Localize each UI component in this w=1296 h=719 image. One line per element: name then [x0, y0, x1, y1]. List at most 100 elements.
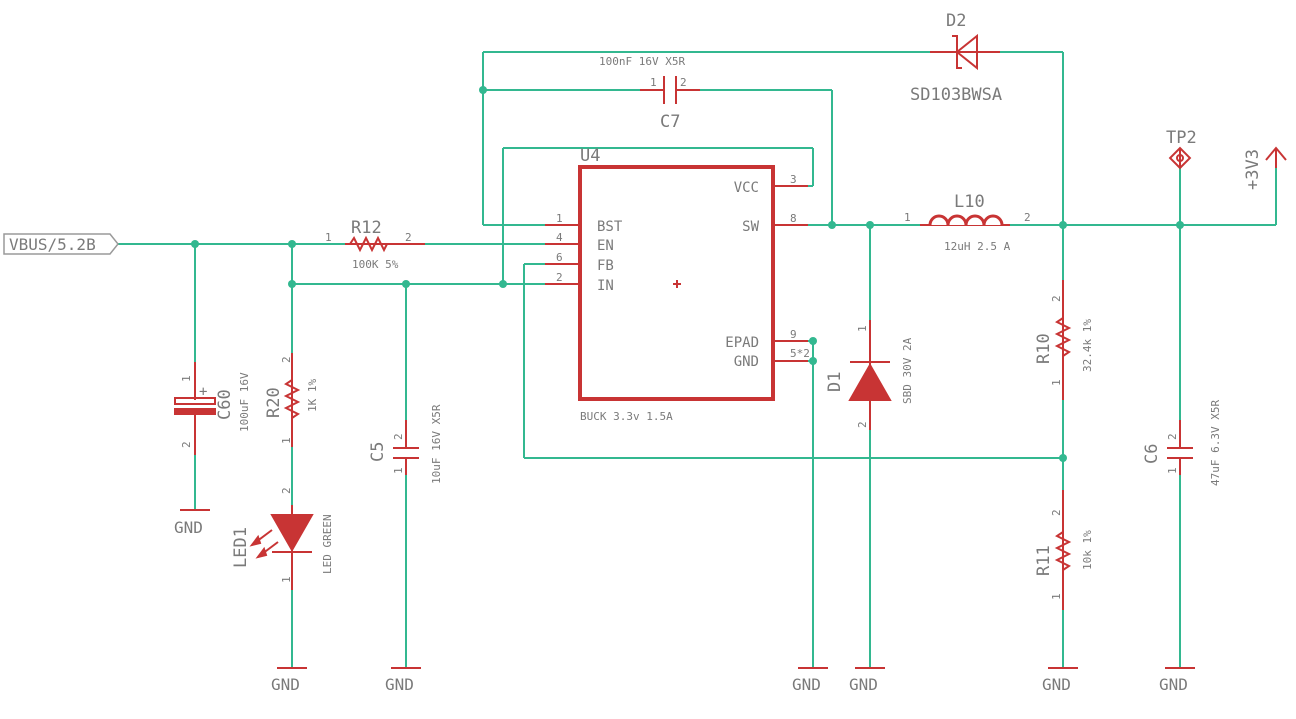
pin-num-bst: 1: [556, 212, 563, 225]
c60-electrolytic-capacitor: + C60 100uF 16V 1 2: [174, 362, 251, 455]
v3v3-power-flag: +3V3: [1243, 146, 1287, 190]
r12-pin1: 1: [325, 231, 332, 244]
r12-value: 100K 5%: [352, 258, 399, 271]
c5-value: 10uF 16V X5R: [430, 404, 443, 484]
gnd-c6: GND: [1159, 667, 1195, 694]
d1-pin1: 1: [856, 325, 869, 332]
v3v3-label: +3V3: [1243, 149, 1263, 190]
pin-num-en: 4: [556, 231, 563, 244]
r11-pin2: 2: [1050, 509, 1063, 516]
r11-pin1: 1: [1050, 593, 1063, 600]
l10-inductor: L10 12uH 2.5 A 1 2: [904, 192, 1031, 253]
c6-capacitor: C6 47uF 6.3V X5R 2 1: [1142, 400, 1222, 486]
svg-text:GND: GND: [1159, 675, 1188, 694]
r20-resistor: R20 1K 1% 2 1: [264, 353, 319, 447]
r10-value: 32.4k 1%: [1081, 319, 1094, 372]
c7-capacitor: 100nF 16V X5R C7 1 2: [599, 55, 700, 132]
r20-pin2: 2: [280, 356, 293, 363]
c5-ref: C5: [368, 442, 388, 462]
pin-num-gnd: 5*2: [790, 347, 810, 360]
u4-buck-ic: U4 BST EN FB IN VCC SW EPAD GND 1 4 6 2 …: [545, 146, 810, 423]
u4-ref: U4: [580, 146, 600, 166]
c6-ref: C6: [1142, 444, 1162, 464]
led1-indicator: LED1 LED GREEN 2 1: [231, 487, 334, 590]
r20-ref: R20: [264, 387, 284, 418]
svg-text:GND: GND: [385, 675, 414, 694]
svg-text:GND: GND: [1042, 675, 1071, 694]
d1-value: SBD 30V 2A: [901, 337, 914, 404]
led1-ref: LED1: [231, 527, 251, 568]
r20-value: 1K 1%: [306, 379, 319, 412]
gnd-symbols: GND GND GND GND GND GND GND: [174, 509, 1195, 694]
led1-pin1: 1: [280, 576, 293, 583]
l10-value: 12uH 2.5 A: [944, 240, 1011, 253]
led1-pin2: 2: [280, 487, 293, 494]
r10-pin1: 1: [1050, 379, 1063, 386]
c5-pin1: 1: [392, 467, 405, 474]
pin-num-in: 2: [556, 271, 563, 284]
r10-resistor: R10 32.4k 1% 2 1: [1034, 280, 1094, 400]
c6-value: 47uF 6.3V X5R: [1209, 400, 1222, 486]
r10-ref: R10: [1034, 333, 1054, 364]
svg-text:GND: GND: [849, 675, 878, 694]
gnd-r11: GND: [1042, 667, 1078, 694]
pin-en: EN: [597, 238, 614, 254]
pin-num-vcc: 3: [790, 173, 797, 186]
pin-in: IN: [597, 278, 614, 294]
c7-pin1: 1: [650, 76, 657, 89]
r12-resistor: R12 100K 5% 1 2: [325, 218, 425, 271]
u4-value: BUCK 3.3v 1.5A: [580, 410, 673, 423]
gnd-d1: GND: [849, 667, 885, 694]
d2-ref: D2: [946, 11, 966, 31]
c7-value: 100nF 16V X5R: [599, 55, 685, 68]
c7-ref: C7: [660, 112, 680, 132]
r11-resistor: R11 10k 1% 2 1: [1034, 490, 1094, 610]
vbus-port: VBUS/5.2B: [3, 233, 119, 255]
vbus-label: VBUS/5.2B: [9, 235, 96, 254]
r12-pin2: 2: [405, 231, 412, 244]
r11-ref: R11: [1034, 545, 1054, 576]
gnd-c5: GND: [385, 667, 421, 694]
c7-pin2: 2: [680, 76, 687, 89]
tp2-test-point: TP2: [1166, 128, 1197, 170]
r12-ref: R12: [351, 218, 382, 238]
gnd-c60: GND: [174, 509, 210, 537]
pin-epad: EPAD: [725, 335, 759, 351]
c60-value: 100uF 16V: [238, 372, 251, 432]
svg-text:GND: GND: [174, 518, 203, 537]
pin-fb: FB: [597, 258, 614, 274]
svg-text:GND: GND: [792, 675, 821, 694]
d2-value: SD103BWSA: [910, 85, 1002, 105]
pin-gnd: GND: [734, 354, 759, 370]
l10-pin1: 1: [904, 211, 911, 224]
d1-schottky-diode: D1 SBD 30V 2A 1 2: [825, 320, 914, 430]
wires: [118, 51, 1277, 668]
c60-plus-sign: +: [199, 384, 207, 400]
r20-pin1: 1: [280, 437, 293, 444]
pin-bst: BST: [597, 219, 623, 235]
c6-pin2: 2: [1166, 433, 1179, 440]
l10-pin2: 2: [1024, 211, 1031, 224]
tp2-ref: TP2: [1166, 128, 1197, 148]
pin-num-sw: 8: [790, 212, 797, 225]
d2-schottky-diode: D2 SD103BWSA: [910, 11, 1002, 105]
c60-pin2: 2: [180, 441, 193, 448]
l10-ref: L10: [954, 192, 985, 212]
d1-ref: D1: [825, 372, 845, 392]
gnd-u4: GND: [792, 667, 828, 694]
r10-pin2: 2: [1050, 295, 1063, 302]
c5-capacitor: C5 10uF 16V X5R 2 1: [368, 404, 443, 484]
c60-pin1: 1: [180, 375, 193, 382]
c6-pin1: 1: [1166, 467, 1179, 474]
svg-text:GND: GND: [271, 675, 300, 694]
led1-value: LED GREEN: [321, 514, 334, 574]
pin-num-fb: 6: [556, 251, 563, 264]
junction-dots: [191, 86, 1184, 462]
d1-pin2: 2: [856, 421, 869, 428]
c60-ref: C60: [215, 389, 235, 420]
c5-pin2: 2: [392, 433, 405, 440]
gnd-r20-led: GND: [271, 667, 307, 694]
pin-num-epad: 9: [790, 328, 797, 341]
pin-vcc: VCC: [734, 180, 759, 196]
